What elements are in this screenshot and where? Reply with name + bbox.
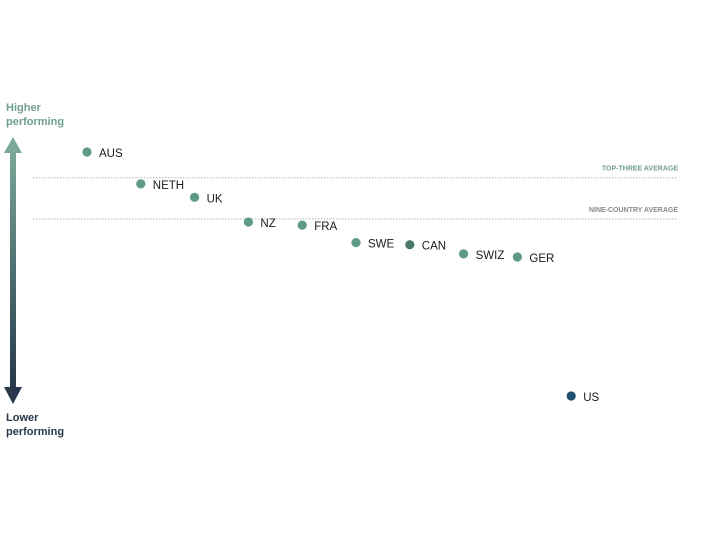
point-label-can: CAN bbox=[422, 241, 446, 253]
point-swiz bbox=[459, 249, 469, 259]
point-neth bbox=[136, 179, 146, 189]
axis-top-label-line2: performing bbox=[6, 116, 64, 128]
point-label-swiz: SWIZ bbox=[476, 250, 505, 262]
point-nz bbox=[243, 217, 253, 227]
axis-bottom-label-line2: performing bbox=[6, 426, 64, 438]
axis-top-label-line1: Higher bbox=[6, 102, 42, 114]
point-label-fra: FRA bbox=[314, 221, 337, 233]
point-ger bbox=[512, 252, 523, 262]
point-us bbox=[566, 391, 576, 401]
point-label-us: US bbox=[583, 392, 599, 404]
point-label-nz: NZ bbox=[260, 218, 275, 230]
country-points: AUS NETH UK NZ FRA SWE CAN SWIZ GER US bbox=[82, 147, 600, 404]
point-uk bbox=[190, 192, 200, 202]
point-fra bbox=[297, 220, 307, 230]
point-label-swe: SWE bbox=[368, 239, 395, 251]
arrow-shaft bbox=[10, 150, 16, 391]
point-aus bbox=[82, 147, 92, 157]
reference-line-label-0: TOP-THREE AVERAGE bbox=[602, 166, 678, 173]
point-label-uk: UK bbox=[207, 193, 223, 205]
point-label-ger: GER bbox=[529, 253, 554, 265]
point-can bbox=[405, 240, 415, 250]
point-label-neth: NETH bbox=[153, 180, 184, 192]
reference-lines: TOP-THREE AVERAGE NINE-COUNTRY AVERAGE bbox=[33, 166, 678, 220]
reference-line-label-1: NINE-COUNTRY AVERAGE bbox=[589, 207, 678, 214]
arrow-head-down bbox=[4, 387, 22, 404]
arrow-head-up bbox=[4, 137, 22, 153]
point-swe bbox=[351, 238, 361, 248]
point-label-aus: AUS bbox=[99, 148, 123, 160]
performance-arrow bbox=[4, 137, 22, 404]
axis-bottom-label-line1: Lower bbox=[6, 412, 39, 424]
